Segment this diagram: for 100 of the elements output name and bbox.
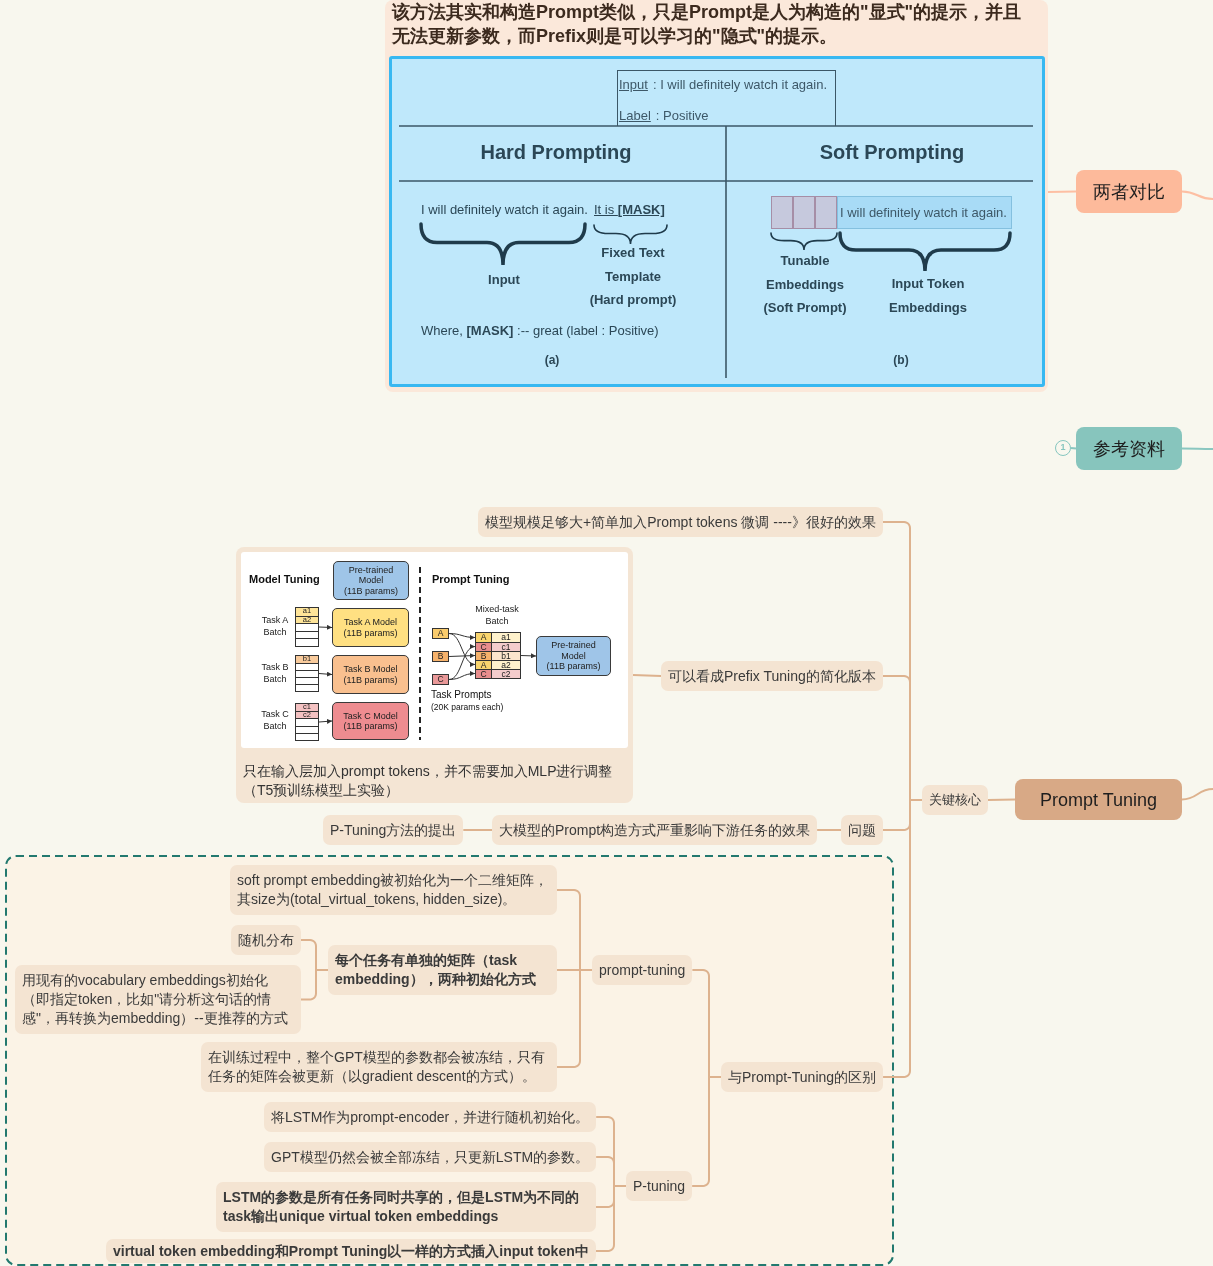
token-embedding-bar (837, 196, 1012, 229)
example-text: Label (619, 108, 651, 124)
topic-text: 关键核心 (929, 791, 981, 809)
brace-caption: Input (487, 272, 521, 288)
soft-prompt-slot (815, 196, 837, 229)
connector-line (462, 829, 493, 831)
image-topic (385, 0, 1048, 392)
topic-text: 参考资料 (1093, 437, 1165, 460)
model-label: (11B params) (344, 585, 398, 597)
subtopic (592, 955, 693, 985)
subtopic (201, 1042, 557, 1092)
model-label: (11B params) (343, 674, 398, 685)
connector-line (1181, 788, 1213, 801)
connector-line (632, 674, 662, 677)
topic-text: soft prompt embedding被初始化为一个二维矩阵，其size为(total_virtual_tokens, hidden_size)。 (237, 871, 550, 909)
subtopic (264, 1142, 597, 1172)
subtopic (264, 1102, 597, 1132)
arrow (448, 633, 476, 666)
topic-text: 大模型的Prompt构造方式严重影响下游任务的效果 (499, 821, 811, 839)
batch-table (295, 703, 319, 741)
section-heading: Hard Prompting (479, 140, 633, 164)
main-topic (1076, 170, 1182, 213)
topic-text: LSTM的参数是所有任务同时共享的，但是LSTM为不同的task输出unique virtual token embeddings (223, 1188, 581, 1226)
subtopic (661, 661, 883, 691)
topic-text: 两者对比 (1093, 180, 1165, 203)
mixed-batch-table (475, 632, 521, 679)
batch-cell: A (476, 633, 491, 642)
connector-line (300, 969, 329, 1001)
topic-text: GPT模型仍然会被全部冻结，只更新LSTM的参数。 (271, 1148, 590, 1166)
batch-table (295, 607, 319, 647)
topic-text: 每个任务有单独的矩阵（task embedding），两种初始化方式 (335, 951, 537, 989)
topic-text: 可以看成Prefix Tuning的简化版本 (668, 667, 876, 685)
model-label: Task B Model (343, 664, 398, 675)
subtopic (922, 785, 988, 815)
soft-prompt-slot (771, 196, 793, 229)
image-topic (236, 547, 633, 803)
model-label: (11B params) (546, 661, 601, 672)
subtopic (15, 965, 301, 1034)
example-sentence: I will definitely watch it again. (421, 202, 588, 218)
subtopic (841, 815, 883, 845)
model-label: Pre-trained Model (347, 564, 395, 586)
connector-line (1047, 190, 1077, 193)
batch-caption: Mixed-task Batch (474, 603, 520, 627)
mask-note: Where, [MASK] :-- great (label : Positive) (421, 323, 659, 339)
subtopic (231, 925, 301, 955)
main-topic (1076, 427, 1182, 470)
topic-text: 将LSTM作为prompt-encoder，并进行随机初始化。 (271, 1108, 590, 1126)
topic-text: 问题 (848, 821, 876, 839)
connector-line (556, 969, 593, 1068)
connector-line (816, 829, 842, 831)
brace-caption: Input Token Embeddings (888, 275, 968, 317)
panel-title: Model Tuning (249, 572, 320, 587)
arrow (520, 653, 537, 659)
template-text: It is [MASK] (594, 202, 665, 218)
panel-title: Prompt Tuning (432, 572, 510, 587)
arrow (448, 671, 476, 680)
task-prompt-tag: B (432, 651, 449, 662)
topic-text: 随机分布 (238, 931, 294, 949)
subtopic (328, 945, 557, 995)
example-box (617, 70, 836, 126)
connector-line (691, 1076, 722, 1187)
batch-caption: Task B Batch (260, 661, 290, 685)
arrow (318, 624, 333, 630)
connector-line (987, 798, 1016, 801)
topic-text: prompt-tuning (599, 961, 686, 979)
subtopic (492, 815, 818, 845)
batch-cell: C (476, 669, 491, 678)
connector-line (594, 1185, 627, 1252)
subfigure-label: (b) (892, 352, 910, 368)
topic-text: P-Tuning方法的提出 (330, 821, 457, 839)
connector-line (1181, 190, 1213, 200)
batch-caption: Task A Batch (260, 614, 290, 638)
task-prompt-tag: A (432, 628, 449, 639)
subtopic (230, 865, 557, 915)
batch-table (295, 655, 319, 692)
model-block (332, 655, 409, 694)
arrow (448, 653, 476, 659)
topic-text: 模型规模足够大+简单加入Prompt tokens 微调 ----》很好的效果 (485, 513, 876, 531)
example-text: : Positive (655, 108, 709, 124)
arrow (318, 671, 333, 677)
model-label: Pre-trained Model (550, 640, 597, 662)
subtopic (106, 1239, 596, 1263)
token-text: I will definitely watch it again. (840, 205, 1007, 220)
topic-text: virtual token embedding和Prompt Tuning以一样的方式插入input token中 (113, 1242, 589, 1260)
model-label: (11B params) (343, 627, 398, 638)
soft-prompt-slot (793, 196, 815, 229)
arrow (448, 645, 476, 680)
subfigure-label: (a) (543, 352, 561, 368)
section-heading: Soft Prompting (818, 140, 966, 164)
arrow (318, 718, 333, 724)
model-block (536, 636, 611, 676)
topic-text: Prompt Tuning (1039, 788, 1158, 811)
connector-line (1070, 447, 1077, 450)
topic-text: 只在输入层加入prompt tokens，并不需要加入MLP进行调整（T5预训练模型上实验） (243, 762, 614, 800)
subtopic (478, 507, 883, 537)
connector-line (882, 799, 923, 1078)
brace-caption: Tunable Embeddings (Soft Prompt) (762, 252, 848, 317)
model-block (332, 608, 409, 647)
collapse-count: 1 (1055, 440, 1071, 456)
example-text: Input (619, 77, 648, 93)
